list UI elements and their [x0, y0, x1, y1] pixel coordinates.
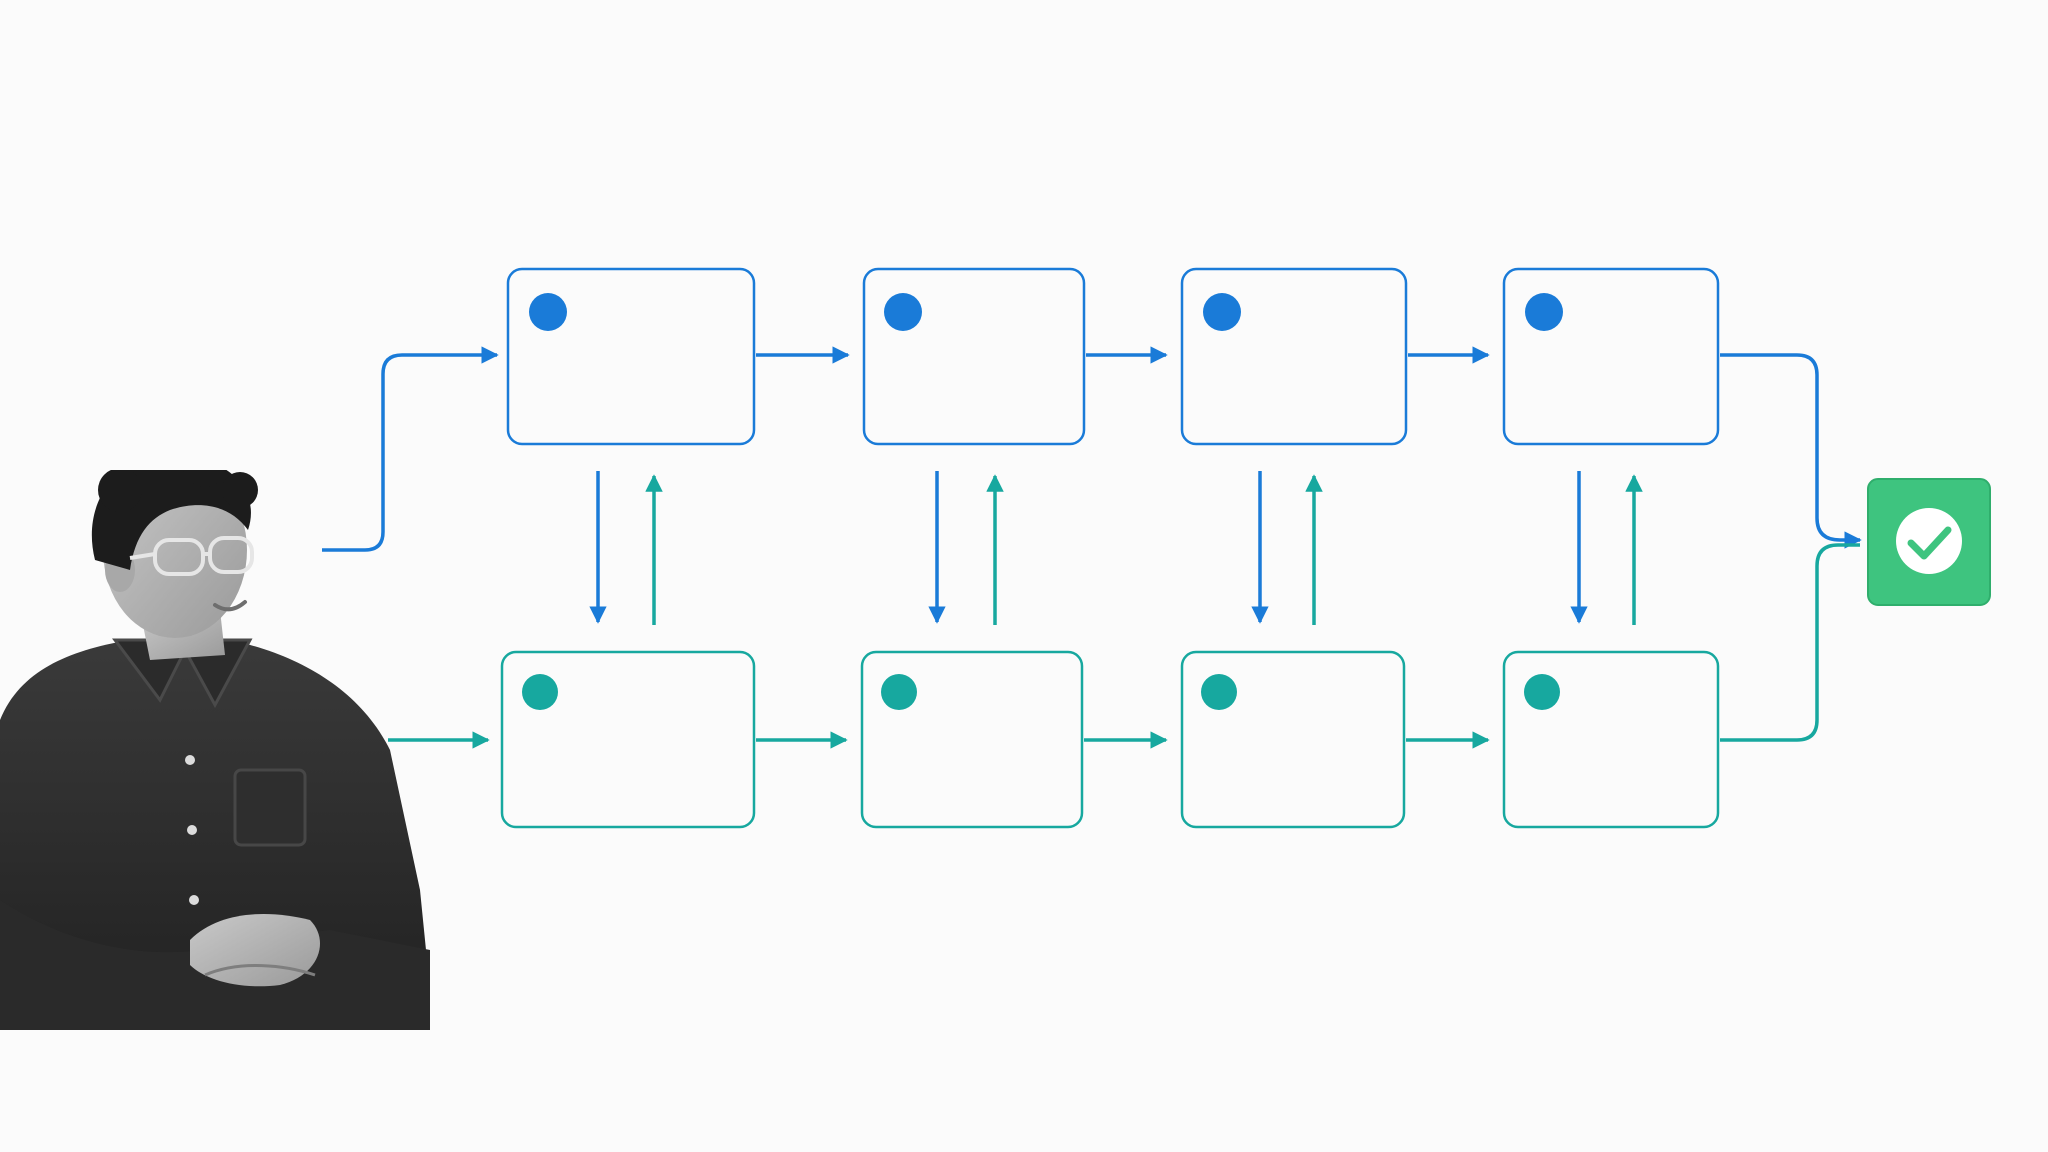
blue-step-2 — [862, 267, 1086, 446]
blue-step-dot — [884, 293, 922, 331]
blue-step-3 — [1180, 267, 1408, 446]
success-endpoint — [1867, 478, 1991, 606]
teal-step-1 — [500, 650, 756, 829]
teal-step-dot — [881, 674, 917, 710]
teal-step-3 — [1180, 650, 1406, 829]
teal-step-4 — [1502, 650, 1720, 829]
teal-step-dot — [522, 674, 558, 710]
teal-exit-connector — [1720, 543, 1860, 742]
blue-step-dot — [1203, 293, 1241, 331]
vertical-connector-4 — [1570, 471, 1643, 625]
teal-step-2 — [860, 650, 1084, 829]
blue-step-1 — [506, 267, 756, 446]
blue-exit-connector — [1720, 353, 1862, 549]
teal-step-dot — [1201, 674, 1237, 710]
vertical-connector-3 — [1251, 471, 1323, 625]
blue-step-dot — [1525, 293, 1563, 331]
blue-entry-connector — [322, 346, 499, 552]
teal-step-dot — [1524, 674, 1560, 710]
checkmark-icon — [1907, 526, 1952, 560]
blue-step-4 — [1502, 267, 1720, 446]
vertical-connector-1 — [589, 471, 663, 625]
person-photo — [0, 470, 430, 1030]
vertical-connector-2 — [928, 471, 1004, 625]
blue-step-dot — [529, 293, 567, 331]
